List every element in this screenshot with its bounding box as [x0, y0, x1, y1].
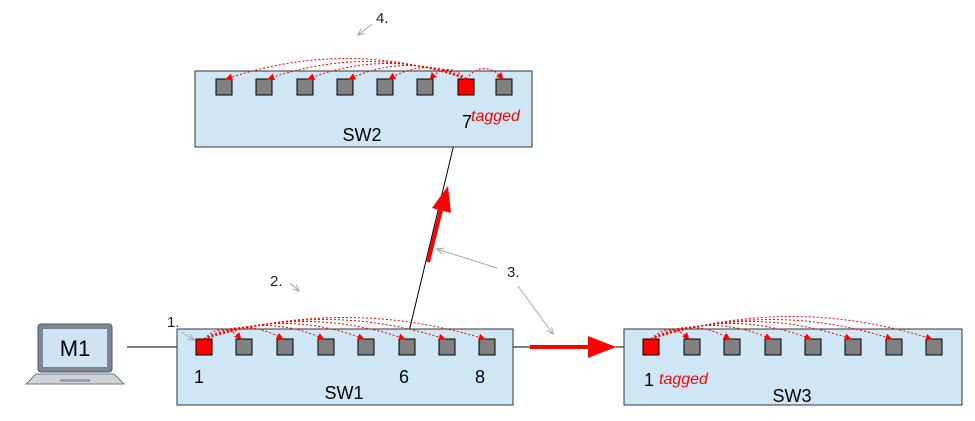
port-1	[215, 78, 233, 96]
flood-arc	[429, 69, 467, 80]
flood-arc	[307, 63, 467, 80]
switch-body	[623, 328, 963, 406]
computer-label: M1	[60, 336, 91, 361]
flood-arc	[650, 325, 772, 340]
flood-arc	[465, 68, 504, 80]
switch-label: SW1	[324, 383, 363, 403]
step-label: 3.	[507, 264, 520, 281]
laptop-icon	[24, 323, 126, 385]
port-5	[376, 78, 394, 96]
flood-arcs-sw1	[203, 317, 486, 341]
forward-arrow-sw1-sw3	[530, 336, 616, 358]
port-8	[495, 78, 513, 96]
port-2	[255, 78, 273, 96]
port-3	[276, 338, 294, 356]
step-annotation-2: 2.	[270, 273, 299, 291]
step-annotation-3: 3.	[437, 249, 553, 334]
step-annotation-4: 4.	[358, 10, 389, 35]
switch-body	[176, 328, 514, 406]
switch-sw2: SW2 7 tagged	[194, 70, 533, 148]
step-label: 2.	[270, 273, 283, 290]
port-7	[438, 338, 456, 356]
port-8	[478, 338, 496, 356]
port-3	[296, 78, 314, 96]
flood-arc	[650, 319, 893, 341]
port-7	[457, 78, 475, 96]
flood-arc	[348, 65, 467, 80]
flood-arcs-sw2	[225, 58, 504, 81]
tagged-label: tagged	[471, 108, 521, 125]
port-8	[925, 338, 943, 356]
flood-arc	[203, 319, 446, 341]
flood-arc	[650, 323, 812, 340]
flood-arc	[650, 329, 690, 340]
port-6	[398, 338, 416, 356]
port-5	[357, 338, 375, 356]
switch-label: SW2	[342, 125, 381, 145]
switch-body	[194, 70, 533, 148]
flood-arc	[203, 323, 365, 340]
flood-arc	[650, 316, 933, 341]
port-4	[317, 338, 335, 356]
port-number-1: 1	[194, 367, 204, 387]
computer-m1: M1	[24, 323, 126, 385]
port-4	[764, 338, 782, 356]
port-4	[336, 78, 354, 96]
port-7	[885, 338, 903, 356]
port-6	[844, 338, 862, 356]
port-1	[642, 338, 660, 356]
port-number-6: 6	[399, 367, 409, 387]
flood-arc	[225, 58, 467, 81]
port-2	[683, 338, 701, 356]
port-2	[235, 338, 253, 356]
step-label: 1.	[167, 314, 180, 331]
port-1	[195, 338, 213, 356]
forward-arrow-sw1-sw2	[426, 186, 451, 263]
port-number-7: 7	[462, 112, 472, 132]
port-6	[416, 78, 434, 96]
port-5	[804, 338, 822, 356]
step-annotation-1: 1.	[167, 314, 194, 340]
port-number-1: 1	[644, 370, 654, 390]
switch-label: SW3	[772, 386, 811, 406]
switch-sw3: SW3 1 tagged	[623, 328, 963, 406]
port-number-8: 8	[475, 367, 485, 387]
flood-arcs-sw3	[650, 316, 933, 341]
port-3	[723, 338, 741, 356]
flood-arc	[203, 325, 325, 340]
step-label: 4.	[376, 10, 389, 27]
flood-arc	[203, 329, 242, 340]
flood-arc	[203, 317, 486, 341]
switch-sw1: SW1 1 6 8	[176, 328, 514, 406]
tagged-label: tagged	[659, 371, 709, 388]
